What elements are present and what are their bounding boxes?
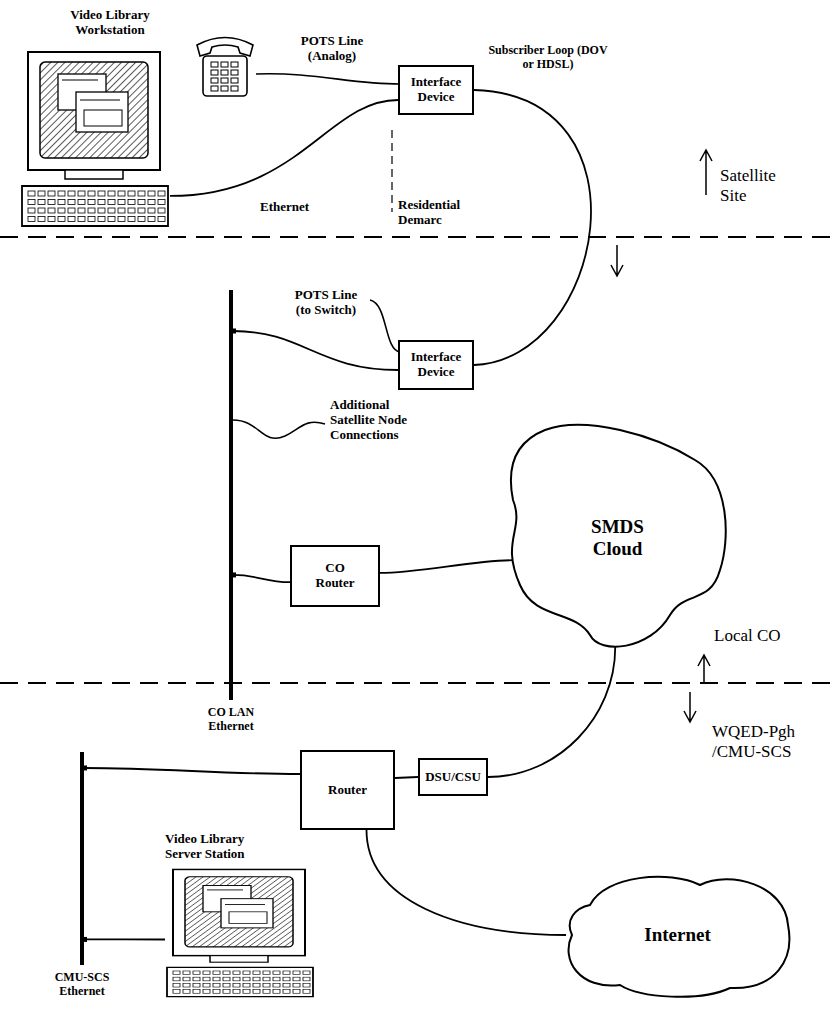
node-label: CO Router: [308, 561, 363, 591]
device-box: DSU/CSU: [418, 758, 488, 796]
connector: [233, 575, 290, 582]
cloud-text-holder: Internet: [560, 870, 795, 1000]
zone-label: Satellite Site: [720, 166, 800, 205]
connector: [84, 939, 165, 941]
connector: [488, 647, 615, 777]
ethernet-bus: CO LAN Ethernet: [195, 290, 267, 740]
connector: [170, 100, 398, 196]
computer-icon: [165, 868, 315, 998]
cloud-text-holder: SMDS Cloud: [505, 420, 730, 655]
connector: [395, 777, 418, 778]
annotation: Ethernet: [258, 200, 311, 215]
connector: [84, 768, 300, 774]
node-label: DSU/CSU: [425, 770, 481, 785]
node-label: Internet: [644, 924, 710, 946]
node-label: Router: [328, 783, 367, 798]
workstation: Video Library Workstation: [15, 8, 175, 230]
connector: [474, 90, 591, 365]
connector: [380, 560, 513, 573]
node-label: CO LAN Ethernet: [195, 706, 267, 734]
computer-icon: [20, 50, 170, 228]
device-box: Interface Device: [398, 65, 474, 115]
server-station: Video Library Server Station: [160, 832, 315, 1002]
annotation: POTS Line (to Switch): [286, 288, 366, 318]
bus-line: [80, 752, 84, 965]
connector: [233, 331, 398, 370]
node-label: Video Library Workstation: [55, 8, 165, 38]
ethernet-bus: CMU-SCS Ethernet: [52, 752, 112, 1002]
device-box: CO Router: [290, 545, 380, 607]
zone-label: WQED-Pgh /CMU-SCS: [712, 722, 812, 761]
node-label: Video Library Server Station: [165, 832, 270, 862]
annotation: Residential Demarc: [398, 198, 470, 228]
bus-line: [229, 290, 233, 700]
node-label: Interface Device: [404, 75, 468, 105]
device-box: Router: [300, 750, 395, 830]
node-label: Interface Device: [404, 350, 468, 380]
network-cloud: Internet: [560, 870, 795, 1000]
network-cloud: SMDS Cloud: [505, 420, 730, 655]
node-label: SMDS Cloud: [583, 516, 653, 560]
annotation: POTS Line (Analog): [292, 34, 372, 64]
node-label: CMU-SCS Ethernet: [52, 971, 112, 999]
connector: [367, 830, 567, 935]
device-box: Interface Device: [398, 340, 474, 390]
annotation: Additional Satellite Node Connections: [330, 398, 430, 443]
zone-label: Local CO: [714, 626, 781, 646]
annotation: Subscriber Loop (DOV or HDSL): [483, 44, 613, 72]
